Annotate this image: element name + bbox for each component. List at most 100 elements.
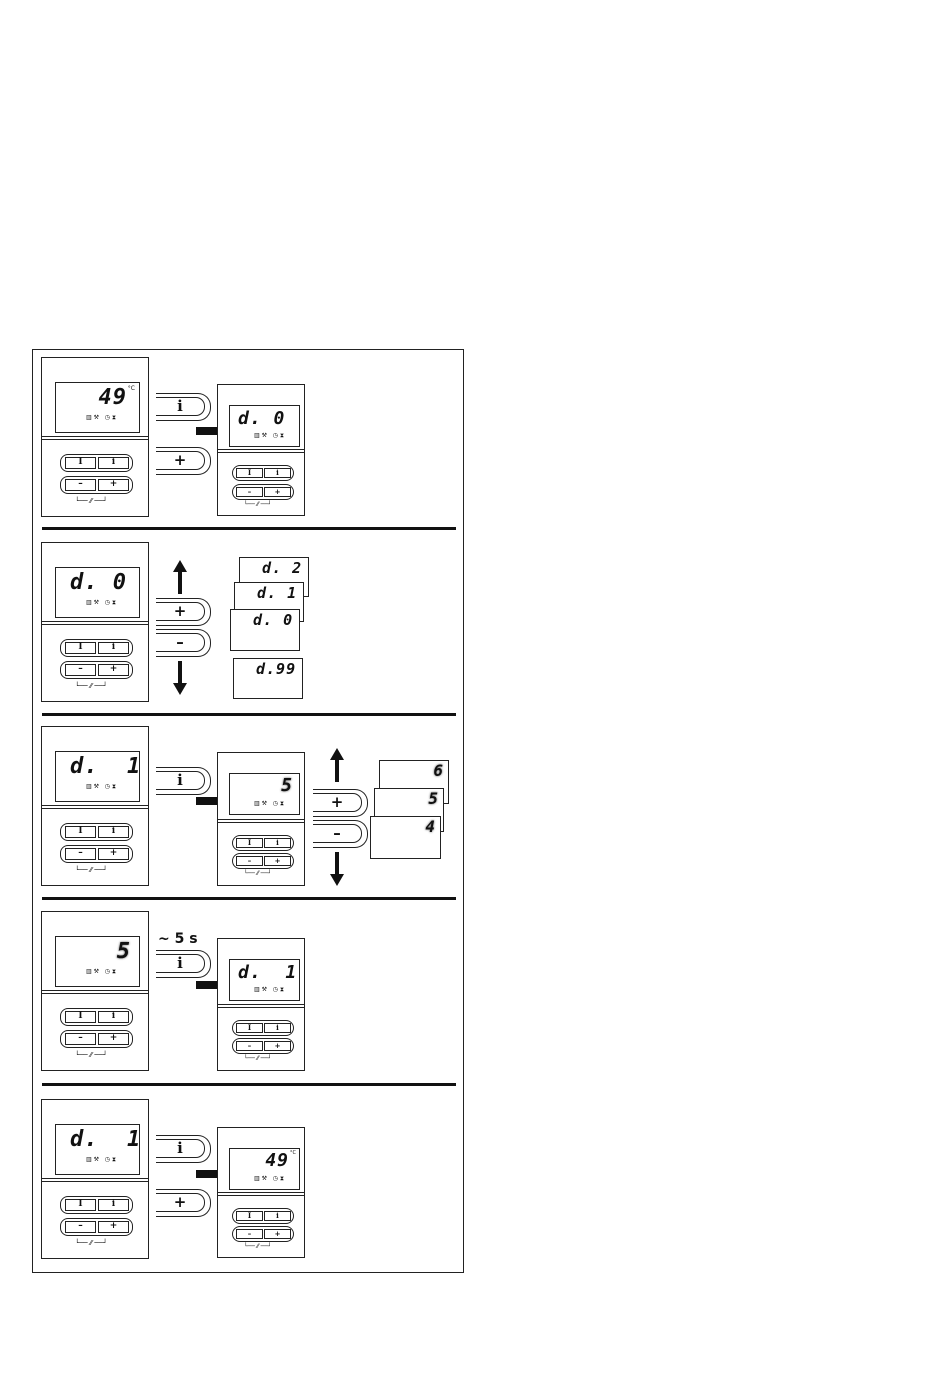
lcd-display: d. 1 ▥ ⚒ ◷ ⧗ xyxy=(55,1124,140,1175)
gauge-icon: └── ⁄⁄ ──┘ xyxy=(75,866,108,874)
info-key[interactable]: i xyxy=(264,468,291,478)
diagram-frame xyxy=(32,349,464,1273)
hourglass-key[interactable]: I xyxy=(236,1211,263,1221)
plus-key[interactable]: + xyxy=(98,664,129,676)
minus-key[interactable]: – xyxy=(65,848,96,860)
lcd-display: d. 1 ▥ ⚒ ◷ ⧗ xyxy=(55,751,140,802)
key-row-top: I i xyxy=(60,823,133,841)
minus-key[interactable]: – xyxy=(65,1221,96,1233)
plus-key[interactable]: + xyxy=(98,1221,129,1233)
step-divider xyxy=(42,897,456,900)
key-row-bottom: – + xyxy=(60,845,133,863)
lcd-digits: 49 xyxy=(98,385,127,410)
code-card: d.99 xyxy=(233,658,303,699)
hourglass-key[interactable]: I xyxy=(65,1011,96,1023)
minus-key[interactable]: – xyxy=(65,1033,96,1045)
plus-key[interactable]: + xyxy=(264,856,291,866)
plus-button[interactable]: + xyxy=(313,789,368,817)
key-row-top: I i xyxy=(60,1196,133,1214)
plus-button[interactable]: + xyxy=(156,447,211,475)
controller-unit: d. 0 ▥ ⚒ ◷ ⧗ I i – + └── ⁄⁄ ──┘ xyxy=(217,384,305,516)
info-key[interactable]: i xyxy=(98,1011,129,1023)
code-value: d. 2 xyxy=(262,559,303,577)
arrow-up-icon xyxy=(173,560,187,594)
minus-key[interactable]: – xyxy=(236,1041,263,1051)
info-button[interactable]: i xyxy=(156,393,211,421)
plus-key[interactable]: + xyxy=(264,1041,291,1051)
status-icons: ▥ ⚒ ◷ ⧗ xyxy=(86,783,117,790)
hourglass-key[interactable]: I xyxy=(236,468,263,478)
lcd-display: d. 0 ▥ ⚒ ◷ ⧗ xyxy=(229,405,300,447)
plus-button[interactable]: + xyxy=(156,1189,211,1217)
status-icons: ▥ ⚒ ◷ ⧗ xyxy=(254,432,285,439)
key-row-bottom: – + xyxy=(232,1226,294,1242)
hourglass-key[interactable]: I xyxy=(65,826,96,838)
arrow-down-icon xyxy=(173,661,187,695)
plus-key[interactable]: + xyxy=(98,1033,129,1045)
minus-key[interactable]: – xyxy=(65,479,96,491)
lcd-digits-blinking: 5 xyxy=(116,939,131,964)
status-icons: ▥ ⚒ ◷ ⧗ xyxy=(254,986,285,993)
plus-key[interactable]: + xyxy=(98,848,129,860)
key-row-top: I i xyxy=(232,465,294,481)
info-key[interactable]: i xyxy=(98,1199,129,1211)
gauge-icon: └── ⁄⁄ ──┘ xyxy=(75,1239,108,1247)
minus-key[interactable]: – xyxy=(65,664,96,676)
lcd-digits: 49 xyxy=(265,1150,289,1171)
lcd-display: 5 ▥ ⚒ ◷ ⧗ xyxy=(229,773,300,815)
value-digit: 6 xyxy=(433,761,444,780)
info-key[interactable]: i xyxy=(264,1023,291,1033)
info-button[interactable]: i xyxy=(156,950,211,978)
gauge-icon: └── ⁄⁄ ──┘ xyxy=(75,682,108,690)
minus-key[interactable]: – xyxy=(236,856,263,866)
minus-button[interactable]: – xyxy=(156,629,211,657)
lcd-display: 49 °C ▥ ⚒ ◷ ⧗ xyxy=(55,382,140,433)
info-key[interactable]: i xyxy=(98,457,129,469)
hourglass-key[interactable]: I xyxy=(65,1199,96,1211)
key-row-top: I i xyxy=(60,1008,133,1026)
info-button[interactable]: i xyxy=(156,767,211,795)
info-key[interactable]: i xyxy=(98,642,129,654)
controller-unit: 49 °C ▥ ⚒ ◷ ⧗ I i – + └── ⁄⁄ ──┘ xyxy=(41,357,149,517)
controller-unit: d. 0 ▥ ⚒ ◷ ⧗ I i – + └── ⁄⁄ ──┘ xyxy=(41,542,149,702)
minus-button[interactable]: – xyxy=(313,820,368,848)
key-row-bottom: – + xyxy=(60,1218,133,1236)
arrow-down-icon xyxy=(330,852,344,886)
controller-unit: 49 °C ▥ ⚒ ◷ ⧗ I i – + └── ⁄⁄ ──┘ xyxy=(217,1127,305,1258)
status-icons: ▥ ⚒ ◷ ⧗ xyxy=(86,968,117,975)
plus-key[interactable]: + xyxy=(98,479,129,491)
status-icons: ▥ ⚒ ◷ ⧗ xyxy=(86,414,117,421)
key-row-bottom: – + xyxy=(60,1030,133,1048)
info-key[interactable]: i xyxy=(264,838,291,848)
plus-key[interactable]: + xyxy=(264,1229,291,1239)
lcd-digits: d. 1 xyxy=(70,754,142,779)
info-key[interactable]: i xyxy=(264,1211,291,1221)
controller-unit: d. 1 ▥ ⚒ ◷ ⧗ I i – + └── ⁄⁄ ──┘ xyxy=(41,1099,149,1259)
hourglass-key[interactable]: I xyxy=(65,457,96,469)
hourglass-key[interactable]: I xyxy=(236,1023,263,1033)
lcd-digits: d. 1 xyxy=(238,962,298,983)
controller-unit: d. 1 ▥ ⚒ ◷ ⧗ I i – + └── ⁄⁄ ──┘ xyxy=(41,726,149,886)
hourglass-key[interactable]: I xyxy=(65,642,96,654)
controller-unit: 5 ▥ ⚒ ◷ ⧗ I i – + └── ⁄⁄ ──┘ xyxy=(217,752,305,886)
key-row-bottom: – + xyxy=(60,661,133,679)
info-key[interactable]: i xyxy=(98,826,129,838)
minus-key[interactable]: – xyxy=(236,487,263,497)
hourglass-key[interactable]: I xyxy=(236,838,263,848)
step-divider xyxy=(42,1083,456,1086)
minus-key[interactable]: – xyxy=(236,1229,263,1239)
key-row-bottom: – + xyxy=(60,476,133,494)
status-icons: ▥ ⚒ ◷ ⧗ xyxy=(86,1156,117,1163)
key-row-top: I i xyxy=(60,454,133,472)
code-value: d. 0 xyxy=(253,611,294,629)
lcd-digits: d. 0 xyxy=(70,570,127,595)
value-card: 4 xyxy=(370,816,441,859)
status-icons: ▥ ⚒ ◷ ⧗ xyxy=(254,1175,285,1182)
info-button[interactable]: i xyxy=(156,1135,211,1163)
value-digit: 5 xyxy=(428,789,439,808)
plus-key[interactable]: + xyxy=(264,487,291,497)
code-value: d.99 xyxy=(256,660,297,678)
gauge-icon: └── ⁄⁄ ──┘ xyxy=(75,497,108,505)
code-value: d. 1 xyxy=(257,584,298,602)
plus-button[interactable]: + xyxy=(156,598,211,626)
